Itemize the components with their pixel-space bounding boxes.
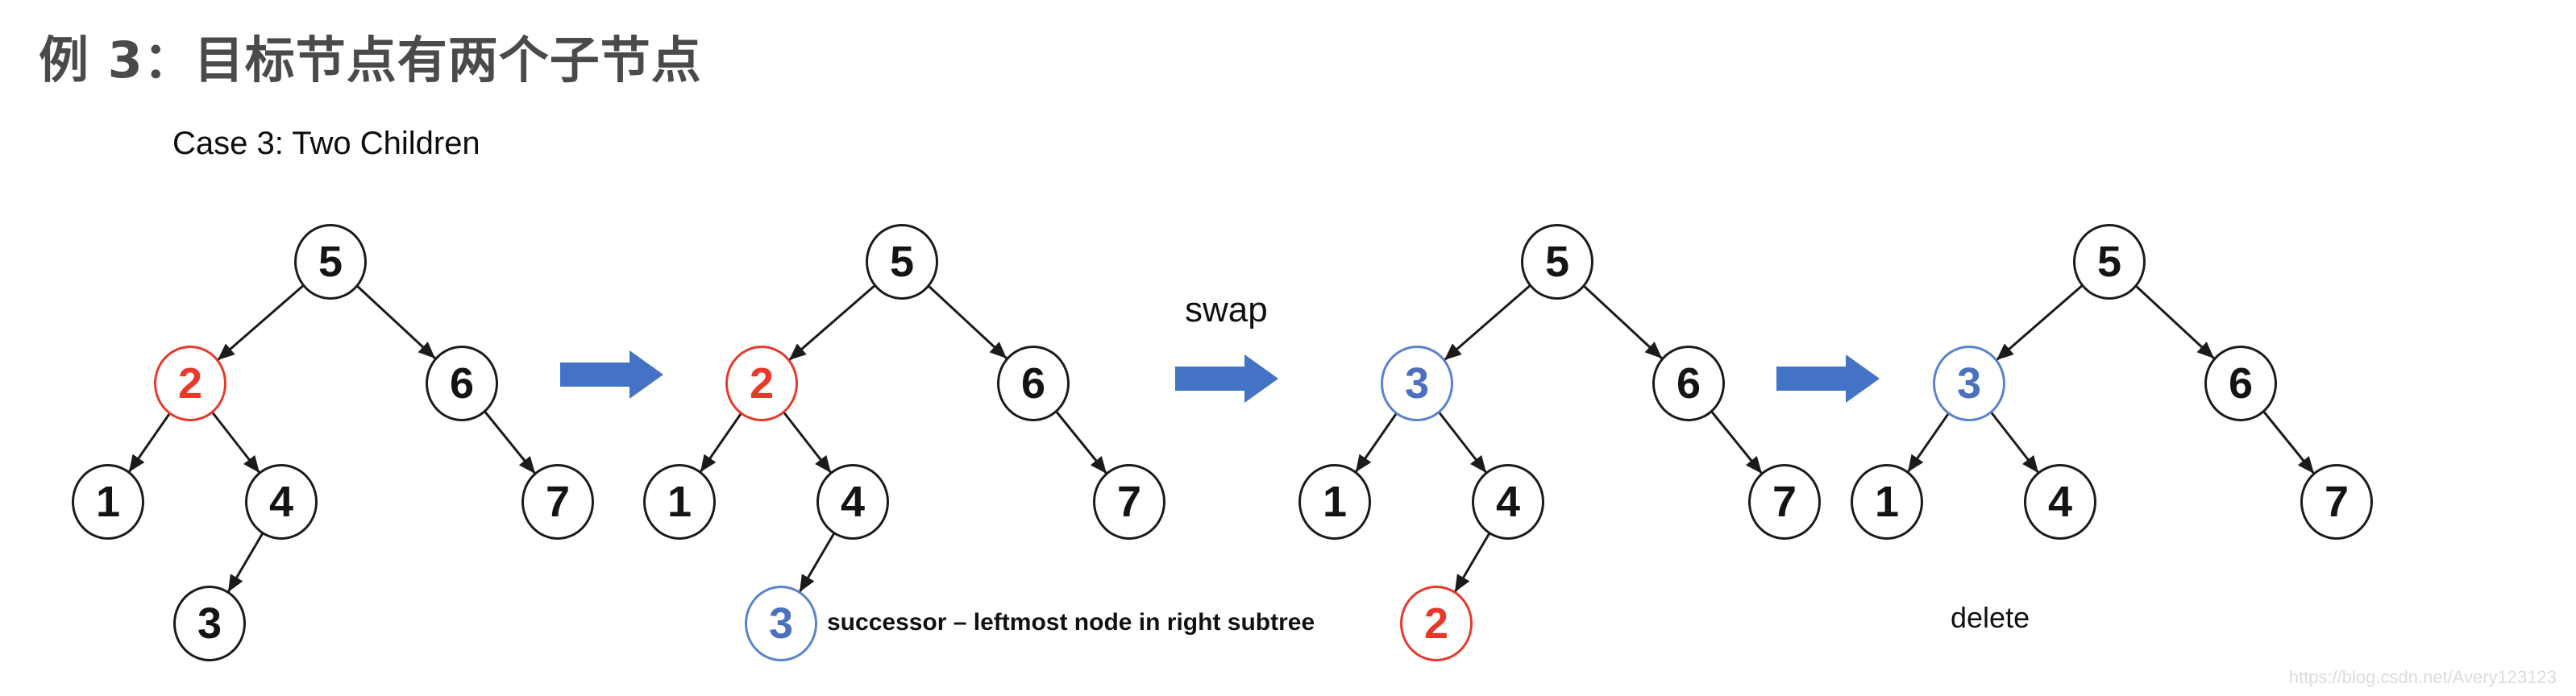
step3-node-7: 7: [1748, 464, 1821, 540]
step2-node-6: 6: [997, 346, 1070, 421]
step3-node-1: 1: [1298, 464, 1371, 540]
step1-node-4: 4: [245, 464, 318, 540]
step1-node-1: 1: [72, 464, 144, 540]
tree-edge: [210, 410, 261, 474]
tree-step-2: 5 2 6 1 4 7 3: [628, 224, 1240, 673]
tree-edge: [1053, 409, 1108, 474]
tree-edge: [127, 411, 172, 473]
step-arrow-icon: [1175, 354, 1278, 403]
tree-edge: [482, 409, 537, 474]
tree-edge: [1996, 283, 2084, 362]
step1-node-3: 3: [173, 586, 246, 661]
tree-step-3: 5 3 6 1 4 7 2: [1283, 224, 1896, 673]
tree-edge: [1988, 410, 2040, 474]
step3-node-2-target: 2: [1400, 586, 1473, 661]
step4-node-1: 1: [1851, 464, 1923, 540]
tree-edge: [2261, 409, 2316, 474]
step-arrow-icon: [1776, 354, 1880, 403]
step2-node-4: 4: [816, 464, 889, 540]
watermark: https://blog.csdn.net/Avery123123: [2288, 667, 2557, 687]
step4-node-7: 7: [2300, 464, 2373, 540]
tree-edges-svg: [1354, 283, 1764, 593]
successor-note: successor – leftmost node in right subtr…: [827, 609, 1315, 636]
tree-edge: [1436, 410, 1488, 474]
tree-edge: [2134, 284, 2216, 360]
step3-node-3-successor: 3: [1381, 346, 1453, 421]
tree-edges-svg: [127, 283, 537, 593]
step2-node-5: 5: [866, 224, 938, 300]
page-title: 例 3：目标节点有两个子节点: [39, 31, 702, 89]
step3-node-5: 5: [1521, 224, 1593, 300]
step4-node-4: 4: [2024, 464, 2096, 540]
delete-label: delete: [1951, 601, 2030, 634]
tree-edge: [798, 531, 837, 593]
step-arrow-icon: [560, 350, 663, 399]
step2-node-7: 7: [1093, 464, 1165, 540]
tree-step-1: 5 2 6 1 4 7 3: [56, 224, 669, 673]
tree-edge: [355, 284, 437, 360]
case-subtitle: Case 3: Two Children: [172, 126, 480, 161]
tree-edge: [1709, 409, 1764, 474]
tree-edge: [1906, 411, 1951, 473]
step1-node-6: 6: [426, 346, 498, 421]
tree-edge: [1581, 284, 1664, 360]
tree-edge: [1444, 283, 1532, 362]
step2-node-3-successor: 3: [745, 586, 817, 661]
tree-edge: [699, 411, 744, 473]
tree-step-4: 5 3 6 1 4 7: [1835, 224, 2448, 673]
right-arrow-shape: [1175, 354, 1278, 403]
swap-label: swap: [1185, 290, 1268, 329]
step1-node-5: 5: [294, 224, 367, 300]
step4-node-6: 6: [2204, 346, 2277, 421]
tree-edge: [226, 531, 265, 593]
tree-edge: [788, 283, 877, 362]
tree-edges-svg: [699, 283, 1108, 593]
step1-node-2-target: 2: [154, 346, 226, 421]
tree-edge: [1354, 411, 1399, 473]
step3-node-4: 4: [1472, 464, 1544, 540]
step3-node-6: 6: [1652, 346, 1725, 421]
tree-edge: [1453, 531, 1492, 593]
tree-edge: [781, 410, 833, 474]
right-arrow-shape: [560, 350, 663, 399]
tree-edge: [217, 283, 305, 362]
tree-edges-svg: [1906, 283, 2316, 474]
step2-node-1: 1: [643, 464, 716, 540]
step4-node-3-successor: 3: [1933, 346, 2005, 421]
step4-node-5: 5: [2073, 224, 2146, 300]
tree-edge: [926, 284, 1008, 360]
step2-node-2-target: 2: [725, 346, 798, 421]
step1-node-7: 7: [521, 464, 594, 540]
right-arrow-shape: [1776, 354, 1880, 403]
